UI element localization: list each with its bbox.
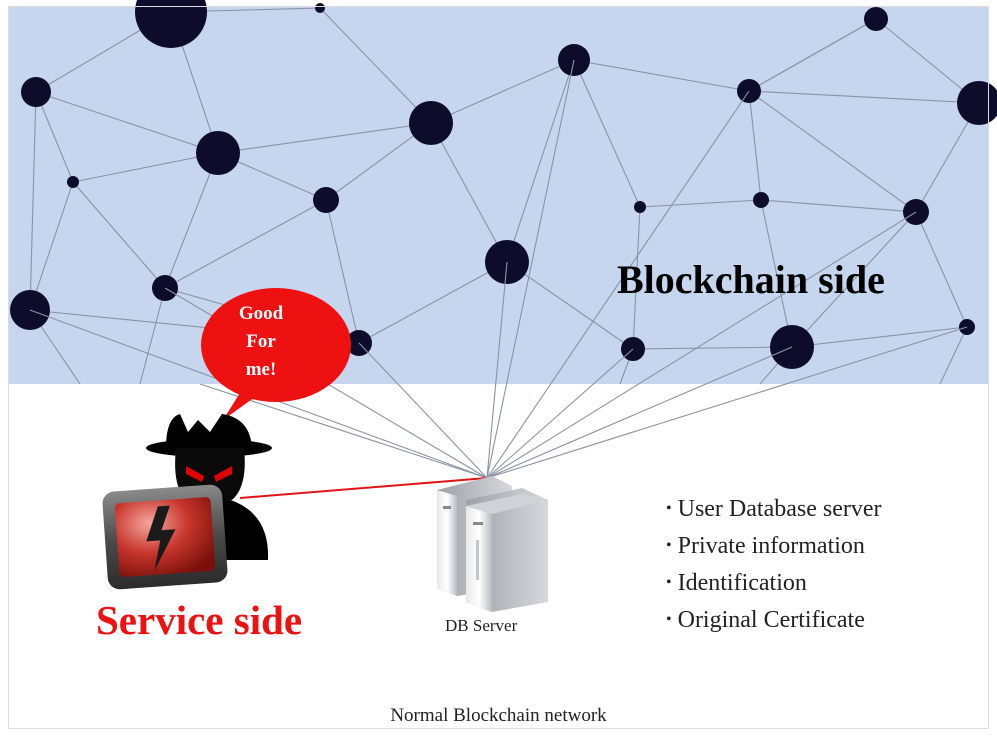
network-edge [217, 122, 432, 154]
network-edge [35, 91, 74, 183]
network-node [957, 81, 997, 125]
server-connection-line [486, 261, 508, 479]
network-node [313, 187, 339, 213]
attack-link [239, 477, 488, 499]
network-edge [358, 261, 508, 344]
server-connection-line [486, 90, 750, 479]
network-edge [139, 287, 166, 385]
blockchain-banner [9, 7, 988, 384]
network-edge [72, 181, 166, 289]
server-connection-line [486, 346, 793, 479]
network-node [196, 131, 240, 175]
server-icon [437, 476, 548, 612]
network-edge [632, 346, 793, 350]
network-edge [506, 59, 575, 263]
network-node [315, 3, 325, 13]
speech-bubble [201, 288, 351, 420]
db-server-label: DB Server [445, 616, 518, 635]
network-edge [35, 91, 219, 154]
server-connection-line [486, 211, 917, 479]
bubble-line-2: For [246, 331, 276, 352]
network-edge [430, 122, 508, 263]
network-node [21, 77, 51, 107]
network-edge [632, 206, 641, 350]
list-item: Identification [666, 566, 882, 603]
network-edge [915, 211, 968, 328]
network-edge [760, 199, 793, 348]
network-edge [573, 59, 750, 92]
network-edge [748, 90, 980, 104]
blockchain-side-title: Blockchain side [617, 257, 885, 302]
bubble-line-1: Good [238, 303, 284, 324]
network-edge [72, 152, 219, 183]
diagram-caption: Normal Blockchain network [390, 705, 607, 726]
network-edge [573, 59, 641, 208]
network-edge [875, 18, 980, 104]
network-node [864, 7, 888, 31]
network-node [67, 176, 79, 188]
network-edge [748, 90, 917, 213]
list-item: Original Certificate [666, 603, 882, 640]
network-edge [639, 199, 762, 208]
network-node [753, 192, 769, 208]
network-edge [791, 211, 917, 348]
server-connection-line [486, 326, 968, 479]
server-info-list: User Database server Private information… [666, 492, 882, 640]
network-nodes [10, 0, 997, 369]
server-connection-line [486, 59, 575, 479]
server-connection-line [358, 342, 488, 479]
list-item: Private information [666, 529, 882, 566]
network-node [634, 201, 646, 213]
network-edge [791, 326, 968, 348]
bubble-line-3: me! [245, 359, 277, 380]
network-edge [164, 199, 327, 289]
tablet-danger-icon [102, 484, 228, 590]
network-edge [748, 18, 877, 92]
network-edge [164, 152, 219, 289]
network-edge [748, 90, 762, 201]
network-edge [506, 261, 634, 350]
network-edge [430, 59, 575, 124]
service-side-label: Service side [96, 597, 303, 643]
network-edge [939, 326, 968, 385]
network-edge [325, 199, 360, 344]
network-edge [319, 7, 432, 124]
network-node [409, 101, 453, 145]
server-connection-line [486, 348, 634, 479]
network-edge [29, 181, 74, 311]
network-node [135, 0, 207, 48]
speech-bubble-text: Good For me! [205, 300, 317, 384]
list-item: User Database server [666, 492, 882, 529]
network-edge [29, 91, 37, 311]
network-edge [760, 199, 917, 213]
